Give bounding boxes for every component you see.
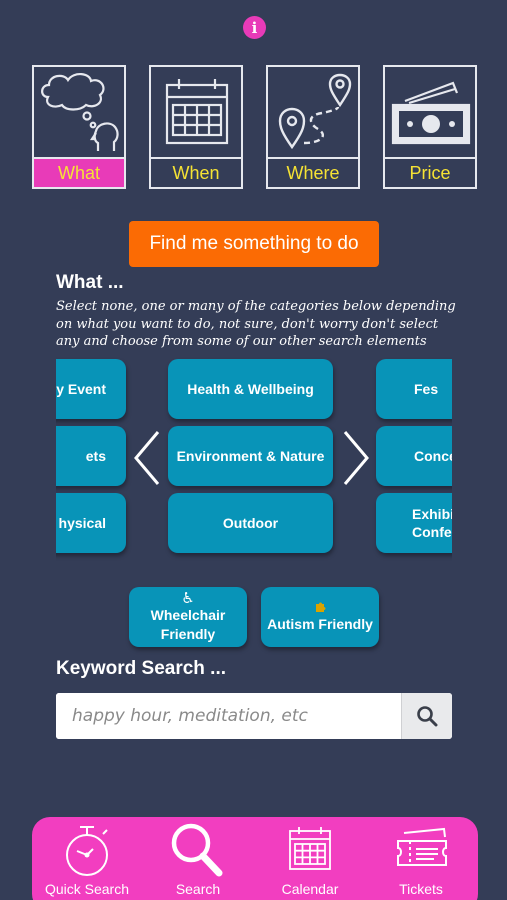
category-outdoor[interactable]: Outdoor <box>168 493 333 553</box>
info-icon: i <box>251 18 258 37</box>
tab-price-label: Price <box>385 157 475 187</box>
category-chip[interactable]: hysical <box>56 493 126 553</box>
calendar-icon <box>289 827 331 870</box>
category-chip[interactable]: Exhibi Confe <box>376 493 452 553</box>
nav-search[interactable]: Search <box>143 817 253 900</box>
thought-bubble-icon <box>41 73 119 151</box>
calendar-icon <box>165 79 229 145</box>
map-route-icon <box>278 73 352 150</box>
nav-calendar-label: Calendar <box>281 881 339 897</box>
category-chip[interactable]: y Event <box>56 359 126 419</box>
category-carousel: y Event ets hysical Health & Wellbeing E… <box>56 356 452 561</box>
nav-tickets-label: Tickets <box>399 881 443 897</box>
wheelchair-label-line2: Friendly <box>160 626 216 642</box>
tab-when-label: When <box>151 157 241 187</box>
nav-search-label: Search <box>175 881 221 897</box>
keyword-search-box <box>56 693 452 739</box>
wheelchair-label-line1: Wheelchair <box>150 607 226 623</box>
find-something-button[interactable]: Find me something to do <box>129 221 379 267</box>
category-chip[interactable]: ets <box>56 426 126 486</box>
bottom-nav: Quick Search Search Calendar <box>32 817 478 900</box>
puzzle-icon <box>316 602 326 612</box>
category-chip[interactable]: Concer <box>376 426 452 486</box>
what-section-description: Select none, one or many of the categori… <box>56 299 456 349</box>
category-chip[interactable]: Fes <box>376 359 452 419</box>
tab-where-label: Where <box>268 157 358 187</box>
autism-friendly-button[interactable]: Autism Friendly <box>261 587 379 647</box>
category-health-wellbeing[interactable]: Health & Wellbeing <box>168 359 333 419</box>
what-section-title: What ... <box>56 272 124 293</box>
nav-tickets[interactable]: Tickets <box>366 817 476 900</box>
category-chip-label: Exhibi Confe <box>412 506 452 540</box>
magnifier-icon <box>171 823 223 877</box>
tab-price[interactable]: Price <box>383 65 477 189</box>
nav-quick-search-label: Quick Search <box>44 881 130 897</box>
wheelchair-friendly-button[interactable]: ♿ Wheelchair Friendly <box>129 587 247 647</box>
search-icon <box>417 706 438 727</box>
category-environment-nature[interactable]: Environment & Nature <box>168 426 333 486</box>
wheelchair-icon: ♿ <box>181 589 195 607</box>
tickets-icon <box>397 827 447 866</box>
chevron-left-icon[interactable] <box>132 428 162 488</box>
keyword-search-title: Keyword Search ... <box>56 658 227 679</box>
nav-quick-search[interactable]: Quick Search <box>32 817 142 900</box>
tab-where[interactable]: Where <box>266 65 360 189</box>
keyword-search-input[interactable] <box>56 693 401 739</box>
chevron-right-icon[interactable] <box>341 428 371 488</box>
nav-calendar[interactable]: Calendar <box>255 817 365 900</box>
tab-when[interactable]: When <box>149 65 243 189</box>
info-button[interactable]: i <box>243 16 266 39</box>
tab-what[interactable]: What <box>32 65 126 189</box>
keyword-search-button[interactable] <box>401 693 452 739</box>
banknotes-icon <box>391 81 471 145</box>
tab-what-label: What <box>34 157 124 187</box>
autism-friendly-label: Autism Friendly <box>267 615 373 632</box>
stopwatch-icon <box>66 826 108 876</box>
